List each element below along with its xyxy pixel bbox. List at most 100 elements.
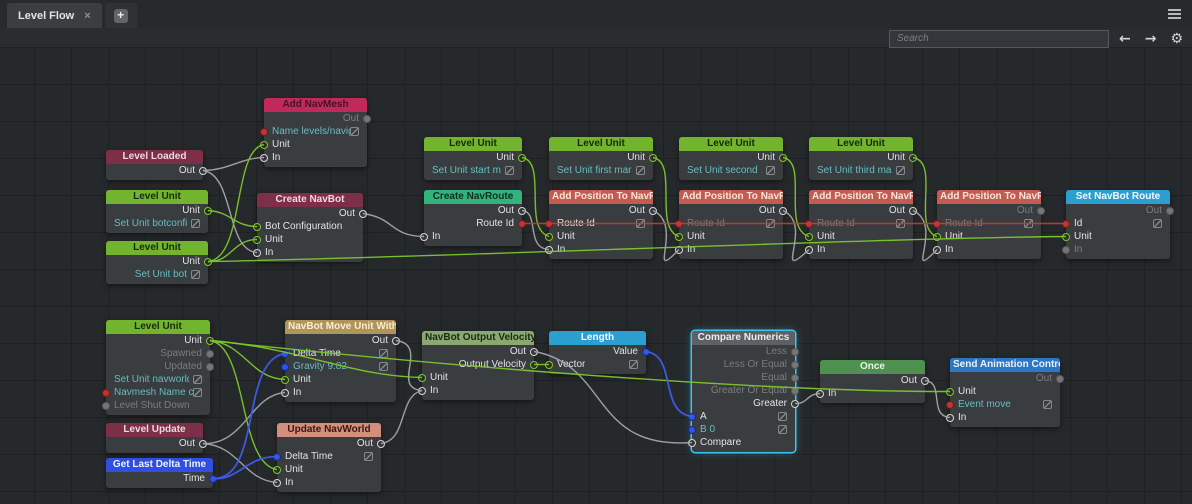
red-input-port[interactable] xyxy=(260,127,268,136)
node-title-update-navworld[interactable]: Update NavWorld xyxy=(277,423,381,437)
green-output-port[interactable] xyxy=(204,257,212,266)
gray-output-port[interactable] xyxy=(1056,374,1064,383)
edit-icon[interactable] xyxy=(379,349,388,358)
red-input-port[interactable] xyxy=(102,388,110,397)
node-title-add-position-4[interactable]: Add Position To NavRo… xyxy=(937,190,1041,204)
tab-level-flow[interactable]: Level Flow × xyxy=(7,3,102,28)
red-input-port[interactable] xyxy=(805,219,813,228)
forward-button[interactable]: → xyxy=(1141,30,1161,48)
red-input-port[interactable] xyxy=(675,219,683,228)
exec-output-port[interactable] xyxy=(199,166,207,175)
exec-input-port[interactable] xyxy=(420,232,428,241)
exec-output-port[interactable] xyxy=(518,206,526,215)
edit-icon[interactable] xyxy=(1043,400,1052,409)
node-title-create-navroute[interactable]: Create NavRoute xyxy=(424,190,522,204)
exec-output-port[interactable] xyxy=(530,347,538,356)
exec-output-port[interactable] xyxy=(791,399,799,408)
green-input-port[interactable] xyxy=(281,375,289,384)
blue-input-port[interactable] xyxy=(281,362,289,371)
edit-icon[interactable] xyxy=(193,375,202,384)
green-input-port[interactable] xyxy=(946,387,954,396)
edit-icon[interactable] xyxy=(778,412,787,421)
red-input-port[interactable] xyxy=(933,219,941,228)
search-input[interactable] xyxy=(888,29,1109,48)
exec-input-port[interactable] xyxy=(688,438,696,447)
node-title-add-position-1[interactable]: Add Position To NavRo… xyxy=(549,190,653,204)
node-title-level-unit-bot[interactable]: Level Unit xyxy=(106,241,208,255)
gray-output-port[interactable] xyxy=(363,114,371,123)
exec-output-port[interactable] xyxy=(779,206,787,215)
edit-icon[interactable] xyxy=(193,388,202,397)
edit-icon[interactable] xyxy=(364,452,373,461)
exec-input-port[interactable] xyxy=(933,245,941,254)
gray-output-port[interactable] xyxy=(1037,206,1045,215)
exec-input-port[interactable] xyxy=(816,389,824,398)
red-input-port[interactable] xyxy=(946,400,954,409)
edit-icon[interactable] xyxy=(629,360,638,369)
gray-output-port[interactable] xyxy=(791,347,799,356)
green-input-port[interactable] xyxy=(273,465,281,474)
exec-input-port[interactable] xyxy=(253,248,261,257)
node-title-once[interactable]: Once xyxy=(820,360,925,374)
green-output-port[interactable] xyxy=(649,153,657,162)
exec-input-port[interactable] xyxy=(675,245,683,254)
exec-input-port[interactable] xyxy=(418,386,426,395)
exec-output-port[interactable] xyxy=(199,439,207,448)
back-button[interactable]: ← xyxy=(1115,30,1135,48)
green-input-port[interactable] xyxy=(675,232,683,241)
exec-input-port[interactable] xyxy=(545,245,553,254)
exec-input-port[interactable] xyxy=(281,388,289,397)
node-title-level-loaded[interactable]: Level Loaded xyxy=(106,150,203,164)
gear-icon[interactable]: ⚙ xyxy=(1166,30,1187,48)
red-input-port[interactable] xyxy=(1062,219,1070,228)
green-input-port[interactable] xyxy=(253,235,261,244)
edit-icon[interactable] xyxy=(636,219,645,228)
green-input-port[interactable] xyxy=(418,373,426,382)
blue-input-port[interactable] xyxy=(281,349,289,358)
node-title-level-update[interactable]: Level Update xyxy=(106,423,203,437)
node-title-navbot-move-unit[interactable]: NavBot Move Unit With… xyxy=(285,320,396,334)
gray-output-port[interactable] xyxy=(791,373,799,382)
node-title-add-position-3[interactable]: Add Position To NavRo… xyxy=(809,190,913,204)
green-input-port[interactable] xyxy=(1062,232,1070,241)
red-output-port[interactable] xyxy=(518,219,526,228)
edit-icon[interactable] xyxy=(1153,219,1162,228)
gray-input-port[interactable] xyxy=(102,401,110,410)
gray-input-port[interactable] xyxy=(1062,245,1070,254)
green-input-port[interactable] xyxy=(253,222,261,231)
gray-output-port[interactable] xyxy=(206,349,214,358)
blue-output-port[interactable] xyxy=(642,347,650,356)
blue-input-port[interactable] xyxy=(688,425,696,434)
green-output-port[interactable] xyxy=(518,153,526,162)
exec-output-port[interactable] xyxy=(649,206,657,215)
blue-output-port[interactable] xyxy=(209,474,217,483)
node-title-level-unit-third[interactable]: Level Unit xyxy=(809,137,913,151)
edit-icon[interactable] xyxy=(766,219,775,228)
edit-icon[interactable] xyxy=(896,219,905,228)
edit-icon[interactable] xyxy=(191,270,200,279)
edit-icon[interactable] xyxy=(505,166,514,175)
green-input-port[interactable] xyxy=(933,232,941,241)
green-output-port[interactable] xyxy=(530,360,538,369)
edit-icon[interactable] xyxy=(191,219,200,228)
exec-input-port[interactable] xyxy=(273,478,281,487)
blue-input-port[interactable] xyxy=(273,452,281,461)
